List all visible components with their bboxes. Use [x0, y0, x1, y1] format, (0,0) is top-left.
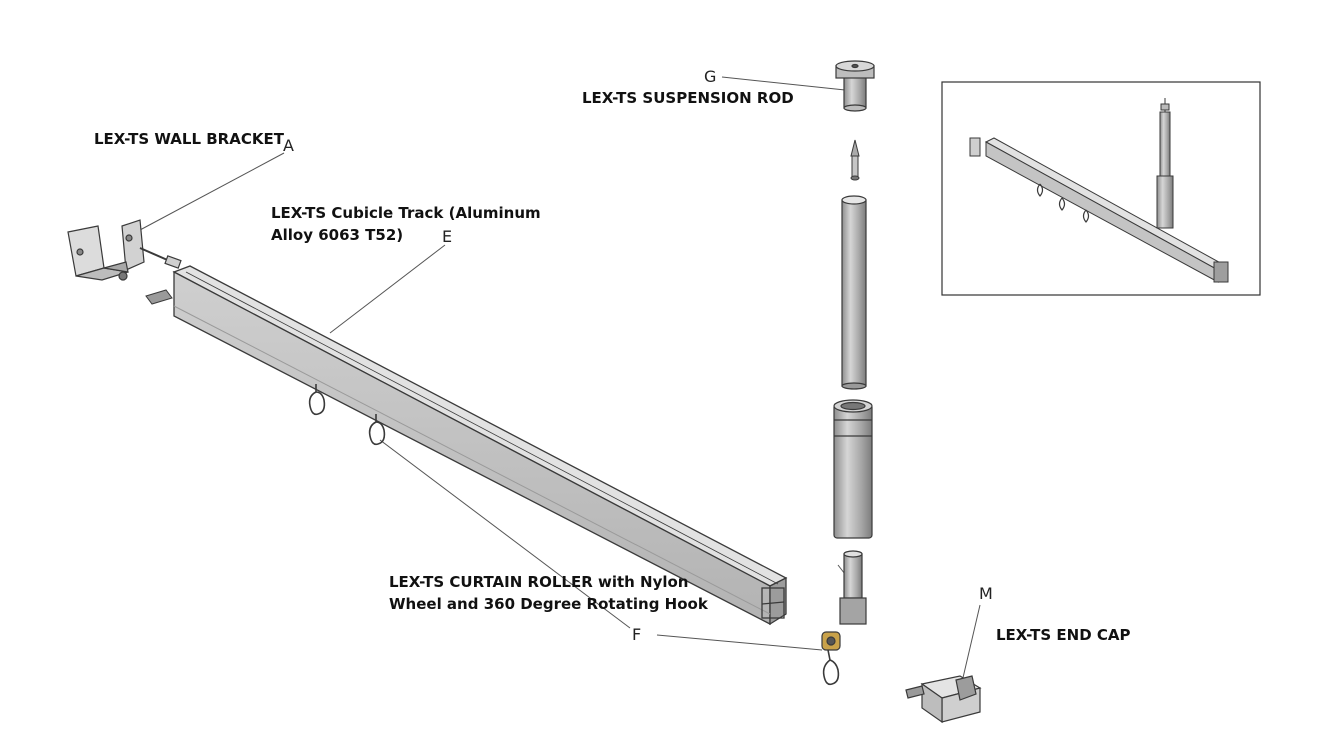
curtain-roller-part — [821, 631, 841, 686]
roller-label-line1: LEX-TS CURTAIN ROLLER with Nylon — [389, 573, 689, 591]
rod-connector-part — [839, 550, 867, 625]
leader-line-e — [329, 244, 446, 334]
callout-letter-g: G — [704, 67, 717, 86]
leader-line-g — [721, 76, 846, 91]
assembled-view-inset — [941, 81, 1261, 296]
leader-lines — [139, 76, 981, 683]
cubicle-track-part — [172, 265, 788, 626]
end-cap-label: LEX-TS END CAP — [996, 626, 1131, 644]
rod-screw-part — [850, 139, 860, 181]
rod-upper-tube — [841, 195, 867, 390]
wall-bracket-part — [67, 219, 182, 281]
callout-letter-f: F — [632, 625, 642, 644]
end-cap-part — [905, 675, 982, 724]
track-label-line2: Alloy 6063 T52) — [271, 226, 404, 244]
track-label-line1: LEX-TS Cubicle Track (Aluminum — [271, 204, 541, 222]
wall-bracket-label: LEX-TS WALL BRACKET — [94, 130, 284, 148]
track-carriers — [308, 384, 386, 446]
suspension-rod-label: LEX-TS SUSPENSION ROD — [582, 89, 794, 107]
leader-line-f — [379, 439, 631, 629]
inset-rod — [1156, 98, 1174, 229]
inset-carriers — [1036, 183, 1090, 223]
callout-letter-m: M — [979, 584, 993, 603]
inset-track — [969, 137, 1229, 283]
rail-clip-part — [145, 289, 173, 305]
callout-letter-a: A — [283, 136, 294, 155]
roller-label-line2: Wheel and 360 Degree Rotating Hook — [389, 595, 708, 613]
rod-cap-part — [835, 60, 875, 112]
leader-line-m — [961, 604, 981, 683]
callout-letter-e: E — [442, 227, 453, 246]
leader-line-a — [139, 152, 285, 231]
rod-lower-tube — [833, 399, 873, 539]
leader-line-f2 — [656, 634, 823, 651]
